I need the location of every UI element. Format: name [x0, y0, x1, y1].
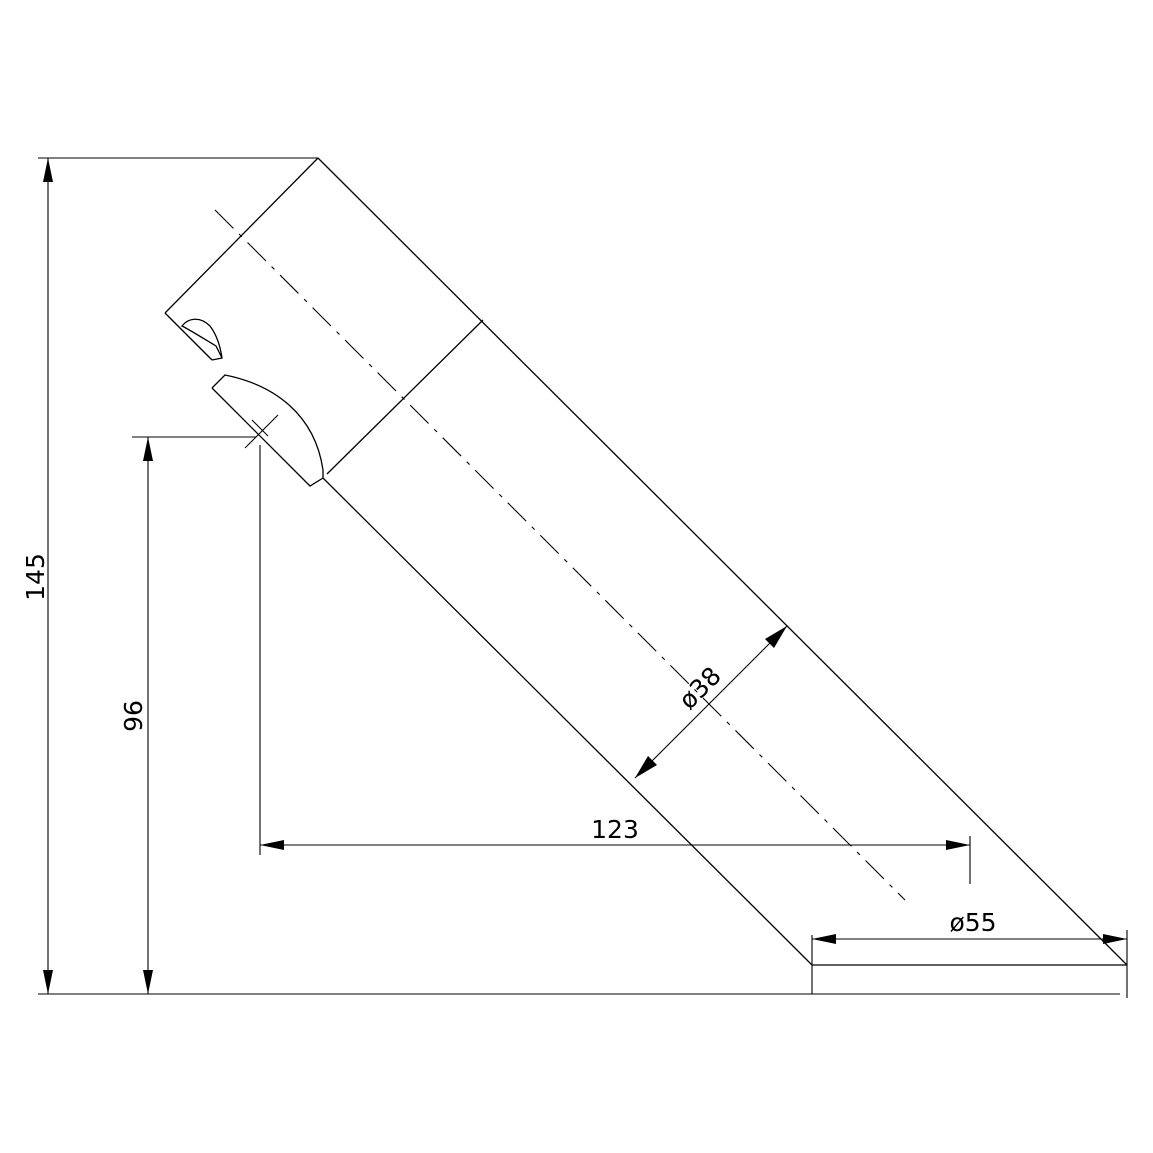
arrow-123-left [260, 840, 284, 850]
center-mark-stroke-a [244, 414, 279, 449]
arrow-38-bottom [635, 756, 657, 778]
outlet-center-mark [244, 414, 279, 449]
dim-base-diameter: ø55 [812, 908, 1127, 944]
arrow-55-left [812, 934, 836, 944]
nozzle-upper-edge [164, 312, 213, 361]
label-123: 123 [591, 815, 639, 844]
dim-body-diameter: ø38 [634, 625, 788, 779]
label-55: ø55 [949, 908, 996, 937]
dim-line-38 [634, 625, 788, 779]
arrow-145-bottom [43, 970, 53, 994]
arrow-96-top [143, 437, 153, 461]
dim-spout-height: 96 [119, 436, 256, 994]
arrow-145-top [43, 158, 53, 182]
body-top-edge [317, 157, 1128, 966]
nozzle-outlet-curve [211, 374, 324, 487]
dim-overall-height: 145 [21, 157, 318, 994]
spout-centerline [214, 209, 906, 901]
spout-body [164, 157, 1128, 966]
label-145: 145 [21, 553, 50, 601]
dim-spout-reach: 123 [259, 445, 971, 884]
nozzle-aerator-outline [181, 318, 223, 361]
arrow-123-right [946, 840, 970, 850]
label-38: ø38 [673, 661, 727, 715]
center-mark-stroke-b [251, 419, 269, 437]
body-section-joint [326, 319, 484, 475]
base-plate [38, 930, 1128, 998]
body-end-cap [164, 157, 319, 314]
arrow-96-bottom [143, 970, 153, 994]
label-96: 96 [119, 700, 148, 732]
arrow-38-top [765, 626, 787, 648]
body-bottom-edge [322, 477, 813, 966]
arrow-55-right [1103, 934, 1127, 944]
spout-nozzle [164, 312, 324, 487]
